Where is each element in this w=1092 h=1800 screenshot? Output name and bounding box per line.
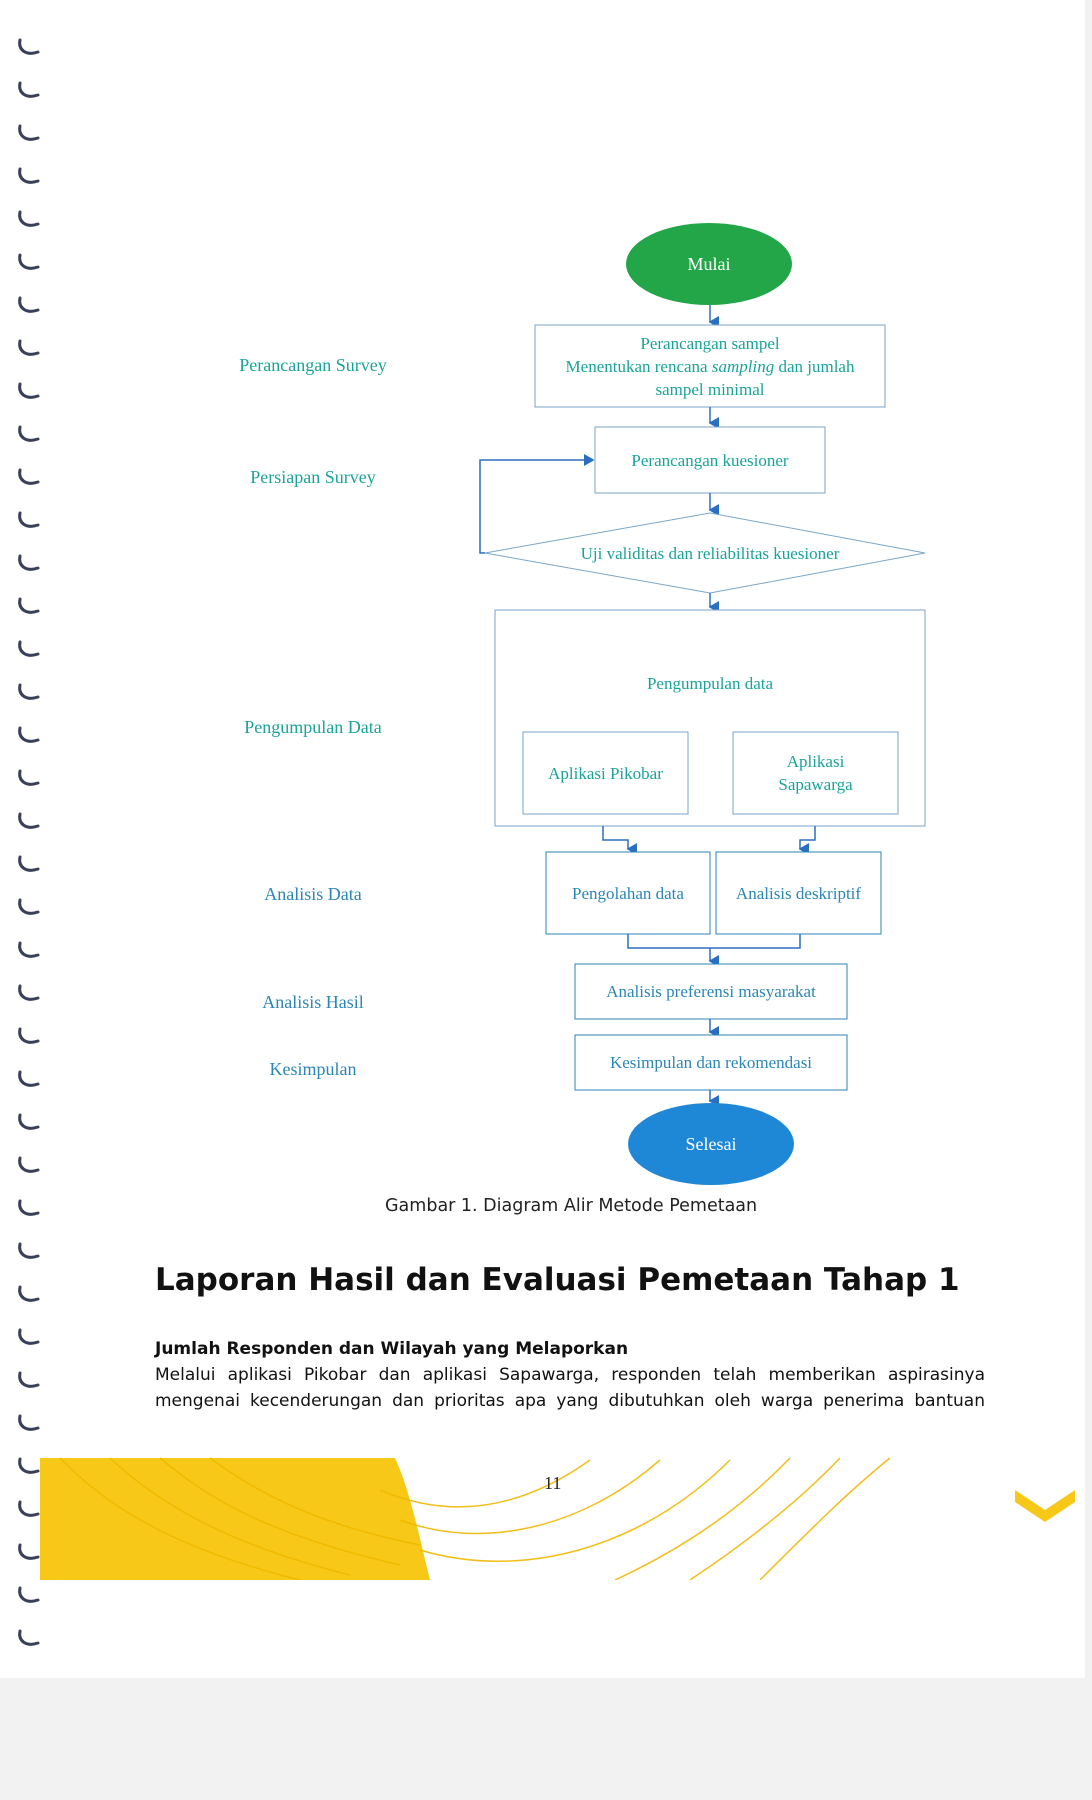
binding-ring [18, 511, 40, 528]
end-label: Selesai [685, 1133, 737, 1154]
chevron-down-icon [1015, 1490, 1075, 1522]
binding-ring [18, 468, 40, 485]
analisis-preferensi-text: Analisis preferensi masyarakat [606, 982, 816, 1001]
perancangan-sampel-text: Perancangan sampel Menentukan rencana sa… [535, 325, 885, 407]
binding-ring [18, 1113, 40, 1130]
line2-part-a: Menentukan rencana [565, 356, 712, 376]
stage-label-persiapan: Persiapan Survey [250, 467, 376, 487]
body-paragraph: Melalui aplikasi Pikobar dan aplikasi Sa… [155, 1365, 985, 1411]
section-heading: Laporan Hasil dan Evaluasi Pemetaan Taha… [155, 1262, 960, 1298]
flowchart [479, 223, 926, 1185]
arc-line [614, 1457, 791, 1580]
binding-ring [18, 984, 40, 1001]
binding-ring [18, 253, 40, 270]
loop-arrow [479, 454, 595, 554]
binding-ring [18, 554, 40, 571]
stage-label-perancangan: Perancangan Survey [239, 355, 387, 375]
aplikasi-pikobar-text: Aplikasi Pikobar [548, 763, 663, 783]
stage-label-analisis-data: Analisis Data [264, 884, 362, 904]
arc-line [379, 1459, 591, 1508]
node-analisis-preferensi [574, 963, 848, 1020]
stage-label-kesimpulan: Kesimpulan [269, 1059, 357, 1079]
binding-ring [18, 1371, 40, 1388]
node-aplikasi-pikobar [522, 731, 689, 815]
arc-line [59, 1457, 301, 1580]
spiral-binding [18, 38, 40, 1646]
node-analisis-deskriptif [715, 851, 882, 935]
binding-ring [18, 597, 40, 614]
binding-ring [18, 1070, 40, 1087]
node-perancangan-kuesioner [594, 426, 826, 494]
arc-line [399, 1459, 661, 1535]
binding-ring [18, 769, 40, 786]
aplikasi-sapawarga-text: Aplikasi Sapawarga [733, 732, 898, 814]
kesimpulan-rekomendasi-text: Kesimpulan dan rekomendasi [609, 1053, 813, 1072]
connector [798, 826, 816, 855]
sub-heading: Jumlah Responden dan Wilayah yang Melapo… [155, 1339, 629, 1359]
binding-ring [18, 38, 40, 55]
arc-line [209, 1457, 421, 1546]
binding-ring [18, 1199, 40, 1216]
binding-ring [18, 1414, 40, 1431]
sapawarga-line2: Sapawarga [778, 775, 853, 794]
footer-decoration [40, 1457, 1075, 1580]
line2-italic: sampling [711, 356, 775, 376]
binding-ring [18, 1500, 40, 1517]
binding-ring [18, 898, 40, 915]
pengolahan-data-text: Pengolahan data [572, 883, 684, 903]
arc-line [689, 1457, 841, 1580]
binding-ring [18, 167, 40, 184]
binding-ring [18, 1457, 40, 1474]
binding-ring [18, 1156, 40, 1173]
connector [602, 826, 637, 855]
binding-ring [18, 1543, 40, 1560]
binding-ring [18, 1027, 40, 1044]
binding-ring [18, 382, 40, 399]
stage-label-pengumpulan: Pengumpulan Data [244, 717, 382, 737]
start-oval [626, 223, 792, 305]
analisis-deskriptif-text: Analisis deskriptif [735, 883, 862, 903]
node-kesimpulan-rekomendasi [574, 1034, 848, 1091]
node-aplikasi-sapawarga [732, 731, 899, 815]
perancangan-kuesioner-text: Perancangan kuesioner [631, 450, 789, 470]
binding-ring [18, 726, 40, 743]
stage-label-analisis-hasil: Analisis Hasil [262, 992, 364, 1012]
document-page: Perancangan Survey Persiapan Survey Peng… [0, 0, 1085, 1678]
binding-ring [18, 812, 40, 829]
figure-caption: Gambar 1. Diagram Alir Metode Pemetaan [385, 1196, 758, 1216]
binding-ring [18, 855, 40, 872]
perancangan-sampel-line1: Perancangan sampel [640, 333, 780, 353]
binding-ring [18, 1629, 40, 1646]
yellow-band [40, 1458, 430, 1580]
binding-ring [18, 683, 40, 700]
binding-ring [18, 1328, 40, 1345]
binding-ring [18, 210, 40, 227]
arc-line [159, 1457, 401, 1566]
binding-ring [18, 941, 40, 958]
sapawarga-line1: Aplikasi [786, 752, 845, 771]
binding-ring [18, 1586, 40, 1603]
page-number: 11 [544, 1473, 562, 1493]
binding-ring [18, 296, 40, 313]
arc-line [759, 1457, 891, 1580]
binding-ring [18, 1242, 40, 1259]
end-oval [628, 1103, 794, 1185]
uji-validitas-text: Uji validitas dan reliabilitas kuesioner [580, 543, 840, 563]
perancangan-sampel-line3: sampel minimal [655, 379, 765, 399]
arc-line [419, 1459, 731, 1562]
arc-line [109, 1457, 351, 1576]
connector [627, 934, 801, 949]
binding-ring [18, 81, 40, 98]
start-label: Mulai [687, 253, 731, 274]
node-pengolahan-data [545, 851, 711, 935]
line2-part-b: dan jumlah [774, 356, 855, 376]
pengumpulan-data-text: Pengumpulan data [646, 673, 774, 693]
binding-ring [18, 339, 40, 356]
binding-ring [18, 1285, 40, 1302]
binding-ring [18, 640, 40, 657]
binding-ring [18, 425, 40, 442]
binding-ring [18, 124, 40, 141]
perancangan-sampel-line2: Menentukan rencana sampling dan jumlah [566, 355, 855, 378]
